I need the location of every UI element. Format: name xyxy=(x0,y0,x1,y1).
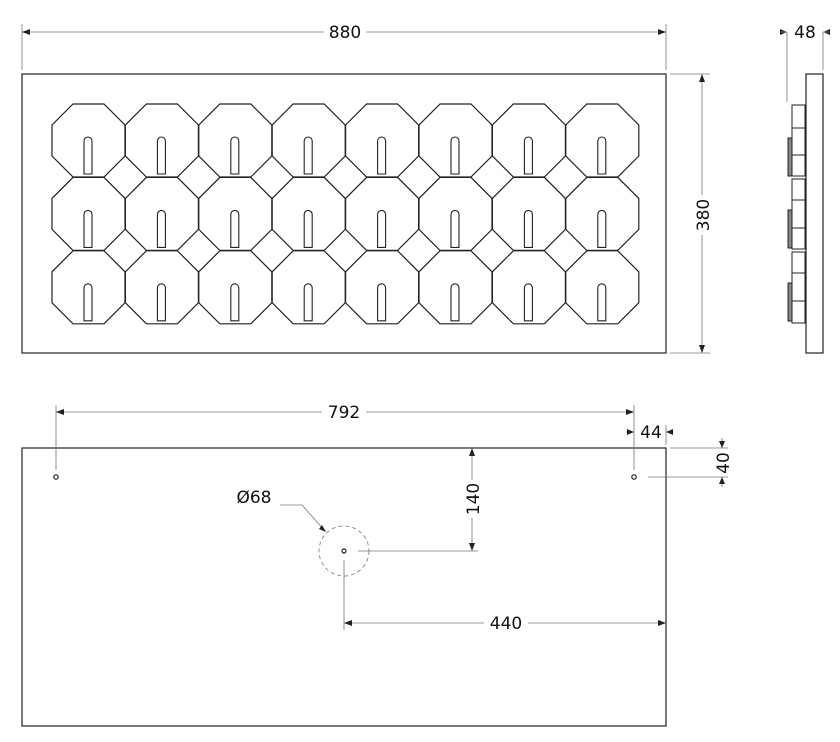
hanger-slot xyxy=(156,136,166,175)
width-label: 880 xyxy=(329,23,361,43)
hanger-slot xyxy=(377,283,387,322)
center-offset-x-label: 440 xyxy=(490,614,522,634)
hanger-slot xyxy=(156,209,166,248)
hanger-slot xyxy=(450,209,460,248)
hanger-slot xyxy=(523,136,533,175)
hanger-slot xyxy=(303,209,313,248)
hanger-slot xyxy=(450,136,460,175)
hanger-slot xyxy=(597,136,607,175)
front-view: 880 380 xyxy=(21,22,714,354)
hanger-slot xyxy=(597,209,607,248)
hanger-slot xyxy=(377,209,387,248)
hanger-slot xyxy=(83,283,93,322)
back-view: 792 44 40 140 440 Ø68 xyxy=(21,402,734,727)
diameter-label: Ø68 xyxy=(236,488,271,508)
hanger-slot xyxy=(156,283,166,322)
side-view: 48 xyxy=(780,23,830,354)
center-offset-y-label: 140 xyxy=(464,483,484,515)
edge-offset-y-label: 40 xyxy=(714,452,734,474)
hanger-slot xyxy=(230,283,240,322)
hanger-slot xyxy=(523,209,533,248)
hanger-slot xyxy=(230,136,240,175)
height-label: 380 xyxy=(694,199,714,231)
side-panel-outline xyxy=(805,73,824,354)
mounting-hole-right xyxy=(631,474,637,480)
hanger-slot xyxy=(450,283,460,322)
hole-spacing-label: 792 xyxy=(328,403,360,423)
hanger-slot xyxy=(83,136,93,175)
center-point xyxy=(341,548,347,554)
depth-label: 48 xyxy=(794,23,816,43)
hanger-slot xyxy=(377,136,387,175)
edge-offset-x-label: 44 xyxy=(640,423,662,443)
mounting-hole-left xyxy=(53,474,59,480)
hanger-slot xyxy=(523,283,533,322)
hanger-slot xyxy=(303,136,313,175)
hanger-slot xyxy=(597,283,607,322)
hanger-slot xyxy=(83,209,93,248)
hanger-slot xyxy=(230,209,240,248)
hanger-slot xyxy=(303,283,313,322)
